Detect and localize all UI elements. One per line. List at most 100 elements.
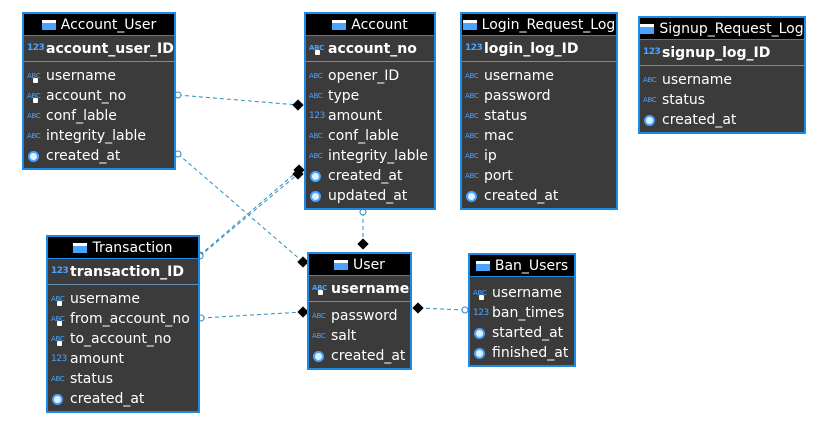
primary-key-name: transaction_ID	[70, 263, 184, 280]
column-row[interactable]: updated_at	[306, 186, 434, 206]
entity-header[interactable]: Signup_Request_Log	[640, 18, 804, 40]
table-icon	[73, 242, 88, 253]
text-key-type-icon: ABC	[27, 92, 43, 103]
primary-key-row[interactable]: ABC account_no	[306, 36, 434, 62]
text-type-icon: ABC	[643, 95, 657, 104]
column-row[interactable]: created_at	[462, 186, 616, 206]
number-type-icon: 123	[27, 43, 45, 53]
column-name: password	[331, 308, 398, 324]
column-name: amount	[70, 351, 125, 367]
column-name: created_at	[70, 391, 145, 407]
column-name: type	[328, 88, 360, 104]
column-row[interactable]: ABC type	[306, 86, 434, 106]
number-type-icon: 123	[51, 266, 69, 276]
column-name: username	[70, 291, 140, 307]
number-type-icon: 123	[309, 110, 325, 121]
column-name: created_at	[484, 188, 559, 204]
entity-header[interactable]: Account	[306, 14, 434, 36]
column-row[interactable]: created_at	[306, 166, 434, 186]
datetime-type-icon	[310, 170, 321, 182]
table-icon	[41, 19, 56, 30]
primary-key-name: account_no	[328, 40, 417, 57]
relationship-line[interactable]	[417, 307, 466, 311]
column-row[interactable]: created_at	[640, 110, 804, 130]
relationship-target-diamond	[293, 164, 305, 176]
number-type-icon: 123	[643, 47, 661, 57]
column-name: created_at	[328, 168, 403, 184]
datetime-type-icon	[474, 327, 485, 339]
entity-header[interactable]: Login_Request_Log	[462, 14, 616, 36]
table-icon	[332, 19, 347, 30]
relationship-line[interactable]	[199, 173, 299, 257]
text-type-icon: ABC	[312, 311, 326, 320]
primary-key-name: login_log_ID	[484, 40, 579, 57]
column-name: mac	[484, 128, 514, 144]
entity-title: Account	[351, 16, 408, 33]
relationship-line[interactable]	[200, 311, 304, 319]
text-key-type-icon: ABC	[309, 44, 324, 55]
column-row[interactable]: started_at	[470, 323, 574, 343]
column-row[interactable]: created_at	[48, 389, 198, 409]
text-type-icon: ABC	[312, 331, 326, 340]
column-name: username	[46, 68, 116, 84]
entity-header[interactable]: Transaction	[48, 237, 198, 259]
entity-header[interactable]: Ban_Users	[470, 255, 574, 277]
entity-header[interactable]: User	[309, 254, 410, 276]
relationship-line[interactable]	[199, 169, 300, 256]
column-name: created_at	[331, 348, 406, 364]
column-row[interactable]: created_at	[24, 146, 174, 166]
entity-header[interactable]: Account_User	[24, 14, 174, 36]
column-row[interactable]: ABC password	[309, 306, 410, 326]
table-icon	[640, 23, 655, 34]
relationship-line[interactable]	[177, 94, 299, 106]
entity-title: User	[353, 256, 385, 273]
relationship-target-diamond	[412, 302, 424, 314]
column-row[interactable]: finished_at	[470, 343, 574, 363]
column-row[interactable]: created_at	[309, 346, 410, 366]
column-name: to_account_no	[70, 331, 172, 347]
table-icon	[334, 259, 349, 270]
text-type-icon: ABC	[309, 91, 323, 100]
column-name: status	[70, 371, 114, 387]
table-icon	[462, 19, 477, 30]
